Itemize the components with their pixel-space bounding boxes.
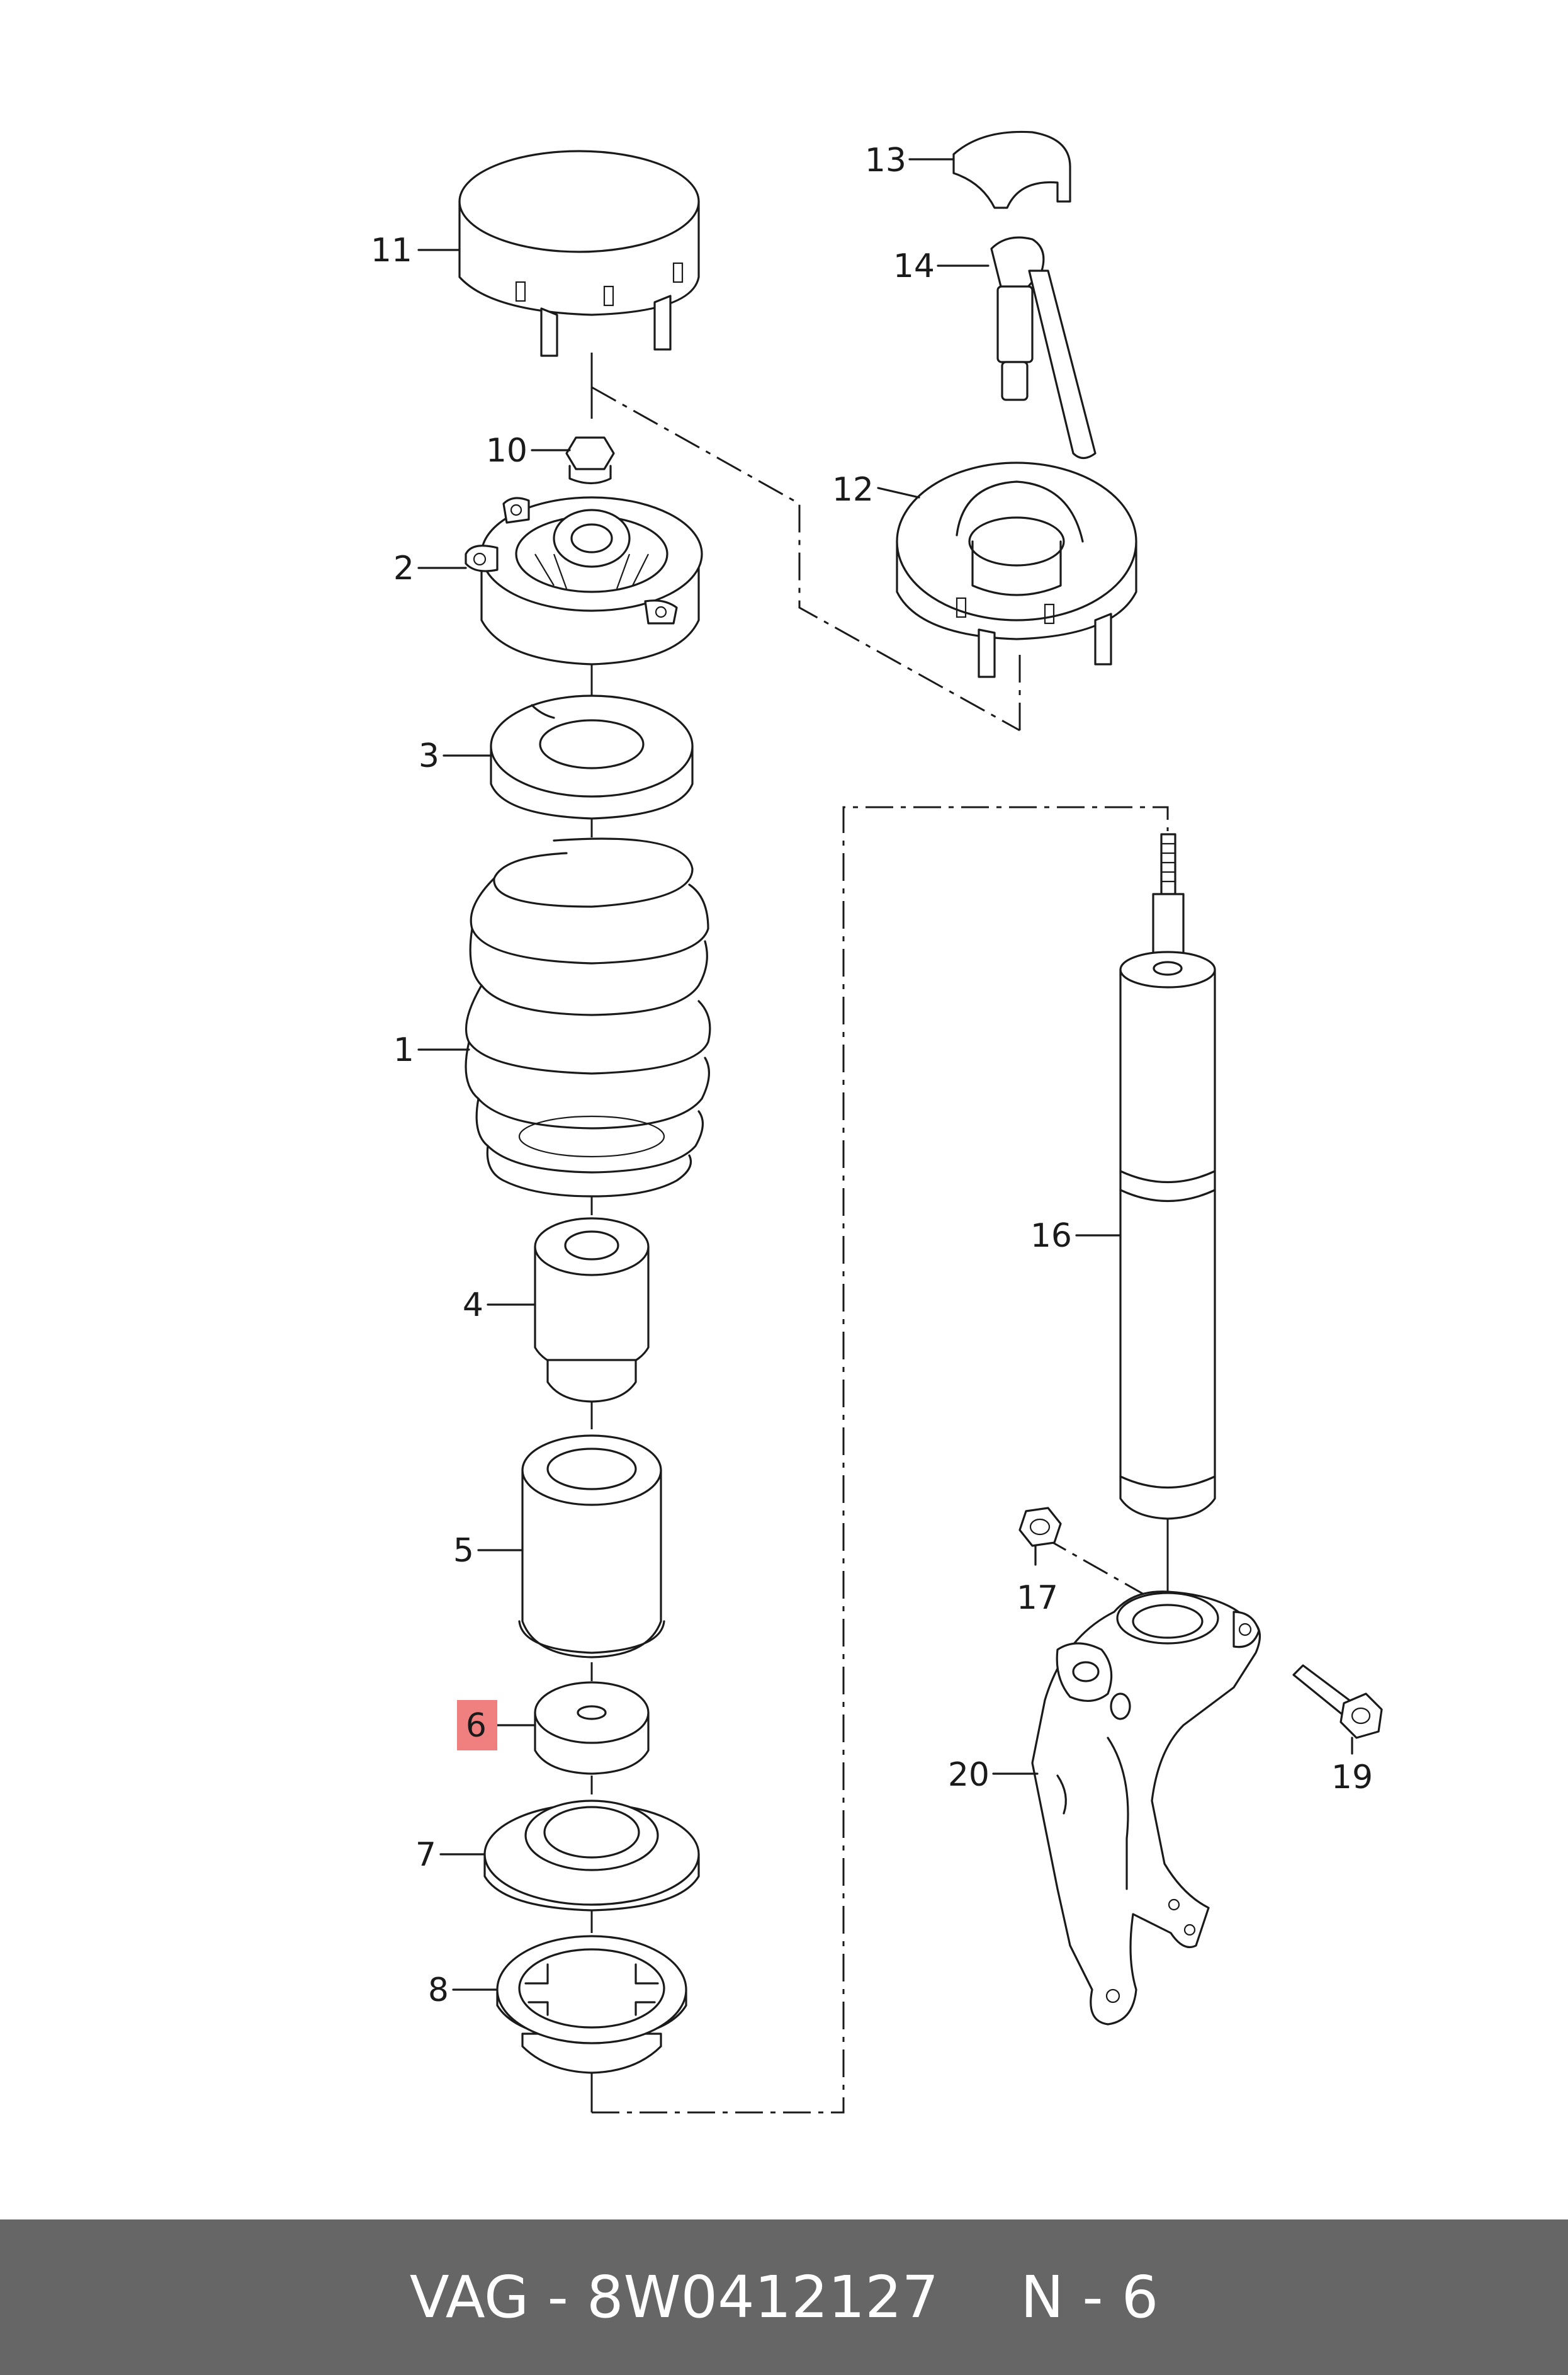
part-13-clip	[952, 130, 1071, 209]
callout-7: 7	[415, 1836, 436, 1874]
highlight-box-part-6	[457, 1700, 497, 1750]
callout-8: 8	[428, 1971, 449, 2009]
part-3-spring-pad	[490, 694, 694, 820]
position-label: N - 6	[1020, 2264, 1159, 2331]
callout-10: 10	[486, 432, 527, 470]
callout-4: 4	[463, 1286, 483, 1324]
callout-11: 11	[371, 232, 412, 269]
callout-14: 14	[893, 247, 935, 285]
part-7-lower-pad	[483, 1800, 700, 1912]
dash-dot-connectors	[591, 386, 1169, 2114]
callout-1: 1	[393, 1031, 414, 1069]
part-10-nut	[565, 436, 615, 485]
part-11-cap	[458, 150, 700, 357]
callout-19: 19	[1331, 1759, 1373, 1796]
part-17-nut	[1018, 1507, 1062, 1547]
callout-5: 5	[453, 1532, 474, 1570]
part-5-dust-tube	[518, 1434, 665, 1658]
part-12-mount-rubber	[896, 462, 1137, 678]
exploded-parts-diagram: 11 13 14 10 12 2 3 1 4 5 6 7 8 16 17 19 …	[371, 130, 1383, 2114]
leader-lines	[417, 158, 1353, 1991]
part-1-coil-spring	[465, 837, 711, 1198]
part-14-sensor	[990, 236, 1097, 460]
part-6-buffer	[534, 1681, 650, 1775]
part-20-knuckle	[1031, 1590, 1261, 2026]
part-2-top-mount	[465, 496, 703, 666]
part-4-bump-stop	[534, 1217, 650, 1403]
callout-2: 2	[393, 550, 414, 587]
callout-20: 20	[948, 1756, 990, 1794]
part-19-bolt	[1292, 1664, 1383, 1739]
callout-3: 3	[419, 737, 439, 775]
callout-labels: 11 13 14 10 12 2 3 1 4 5 6 7 8 16 17 19 …	[371, 142, 1373, 2009]
callout-17: 17	[1017, 1579, 1058, 1617]
callout-13: 13	[865, 142, 906, 179]
part-16-shock-absorber	[1119, 833, 1216, 1520]
callout-12: 12	[832, 471, 874, 509]
part-number-footer: VAG - 8W0412127 N - 6	[0, 2219, 1568, 2375]
callout-16: 16	[1030, 1217, 1072, 1255]
part-8-spring-seat	[496, 1935, 687, 2074]
part-number-label: VAG - 8W0412127	[409, 2264, 939, 2331]
callout-6: 6	[466, 1707, 487, 1745]
